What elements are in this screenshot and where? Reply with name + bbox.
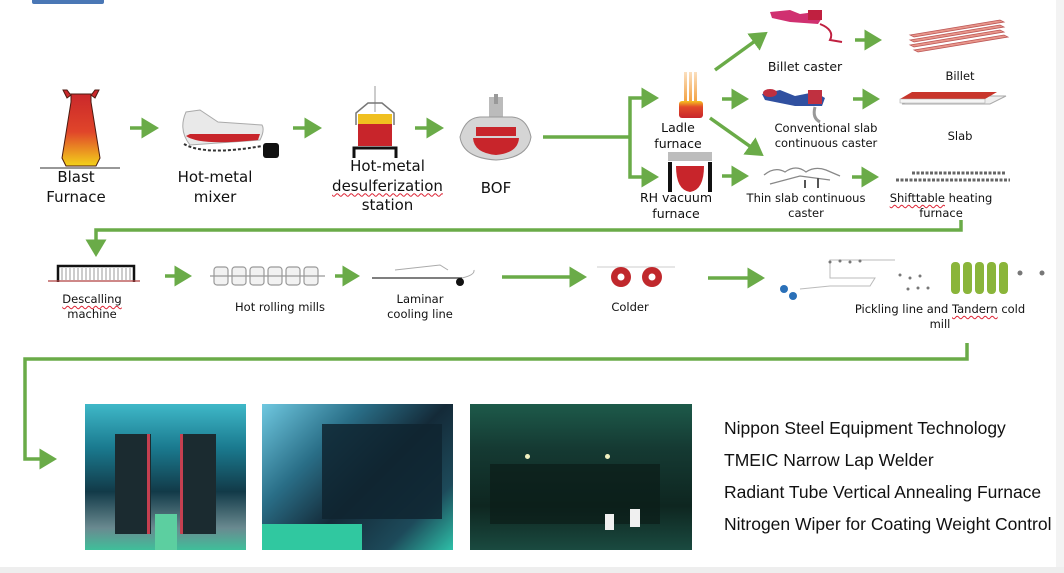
label-line: cooling line xyxy=(387,306,453,321)
page-border-bottom xyxy=(0,567,1064,573)
feature-item: Nitrogen Wiper for Coating Weight Contro… xyxy=(724,514,1052,534)
arrow-ladle-billet xyxy=(713,31,768,72)
conventional-slab-caster-icon xyxy=(762,89,825,124)
warning-sign xyxy=(630,509,640,527)
blast-furnace-label: Blast Furnace xyxy=(40,168,112,207)
slab-product-icon xyxy=(899,92,1007,105)
laminar-cooling-line-icon xyxy=(372,264,475,286)
warning-sign xyxy=(605,514,614,530)
descaling-machine-label: Descalling machine xyxy=(52,292,132,322)
label-line: Hot-metal xyxy=(177,168,253,186)
ladle-furnace-icon xyxy=(679,72,703,118)
thin-slab-caster-label: Thin slab continuous caster xyxy=(744,191,868,221)
photo-detail xyxy=(147,434,150,534)
plant-interior-photo xyxy=(262,404,453,550)
descaling-machine-icon xyxy=(48,264,140,282)
label-line: furnace xyxy=(654,136,702,152)
slab-label: Slab xyxy=(947,129,973,143)
label-word: cold xyxy=(997,302,1026,316)
photo-detail xyxy=(525,454,530,459)
hot-rolling-mills-icon xyxy=(210,266,325,286)
hot-rolling-mills-label: Hot rolling mills xyxy=(235,300,325,314)
company-logo xyxy=(32,0,104,4)
label-line: mixer xyxy=(193,187,237,206)
arrow-return-row2 xyxy=(85,220,963,257)
bof-icon xyxy=(459,94,532,161)
label-line: Descalling xyxy=(62,292,122,306)
label-line: Conventional slab xyxy=(774,121,878,135)
arrow-ladle-thin xyxy=(708,116,764,157)
blast-furnace-icon xyxy=(40,89,120,169)
hot-metal-mixer-icon xyxy=(182,109,279,158)
bof-label: BOF xyxy=(480,179,512,197)
desulferization-station-icon xyxy=(352,86,398,158)
photo-detail xyxy=(180,434,216,534)
label-line: machine xyxy=(67,306,117,321)
billet-caster-label: Billet caster xyxy=(767,59,843,74)
label-line: Blast xyxy=(57,168,95,186)
label-line: mill xyxy=(929,316,951,331)
label-word: Tandern xyxy=(952,302,998,316)
label-line: RH vacuum xyxy=(639,190,712,205)
billet-caster-icon xyxy=(770,10,843,43)
pickling-tandem-mill-label: Pickling line and Tandern cold mill xyxy=(850,302,1030,332)
label-line: Laminar xyxy=(396,292,444,306)
feature-item: TMEIC Narrow Lap Welder xyxy=(724,450,934,470)
label-word: Pickling line and xyxy=(854,302,953,316)
pickling-tandem-mill-icon xyxy=(780,259,1045,300)
billet-label: Billet xyxy=(945,69,975,83)
coating-line-photo xyxy=(470,404,692,550)
label-line: desulferization xyxy=(332,176,443,195)
label-line: Furnace xyxy=(46,187,106,206)
rh-vacuum-furnace-icon xyxy=(668,152,712,192)
photo-detail xyxy=(605,454,610,459)
label-line: Ladle xyxy=(661,120,695,135)
arrow-return-row3 xyxy=(23,343,969,470)
conventional-slab-caster-label: Conventional slab continuous caster xyxy=(770,121,882,151)
hot-metal-mixer-label: Hot-metal mixer xyxy=(160,168,270,207)
label-word: Shifttable xyxy=(889,191,945,205)
vertical-annealing-furnace-photo xyxy=(85,404,246,550)
arrow-split-bracket xyxy=(628,96,648,179)
page-border xyxy=(1056,0,1064,573)
feature-item: Radiant Tube Vertical Annealing Furnace xyxy=(724,482,1042,502)
photo-detail xyxy=(155,514,177,550)
label-word: heating xyxy=(944,191,993,205)
photo-detail xyxy=(115,434,151,534)
label-line: Thin slab continuous xyxy=(746,191,866,205)
desulferization-station-label: Hot-metal desulferization station xyxy=(325,157,450,216)
colder-label: Colder xyxy=(611,300,649,314)
thin-slab-caster-icon xyxy=(763,167,841,188)
label-line: Shifttable heating xyxy=(886,191,996,206)
label-line: furnace xyxy=(919,205,963,220)
heating-furnace-label: Shifttable heating furnace xyxy=(886,191,996,221)
rh-vacuum-furnace-label: RH vacuum furnace xyxy=(637,190,715,223)
colder-icon xyxy=(597,266,675,287)
label-line: Hot-metal xyxy=(350,157,425,175)
label-line: furnace xyxy=(652,206,700,222)
feature-item: Nippon Steel Equipment Technology xyxy=(724,418,1006,438)
label-line: Pickling line and Tandern cold xyxy=(850,302,1030,317)
label-line: continuous caster xyxy=(774,135,878,150)
photo-detail xyxy=(322,424,442,519)
photo-detail xyxy=(180,434,183,534)
label-line: station xyxy=(361,196,414,214)
ladle-furnace-label: Ladle furnace xyxy=(648,120,708,153)
label-line: caster xyxy=(788,205,824,220)
photo-detail xyxy=(262,524,362,550)
laminar-cooling-line-label: Laminar cooling line xyxy=(380,292,460,322)
billet-product-icon xyxy=(908,19,1010,53)
heating-furnace-icon xyxy=(896,171,1010,182)
